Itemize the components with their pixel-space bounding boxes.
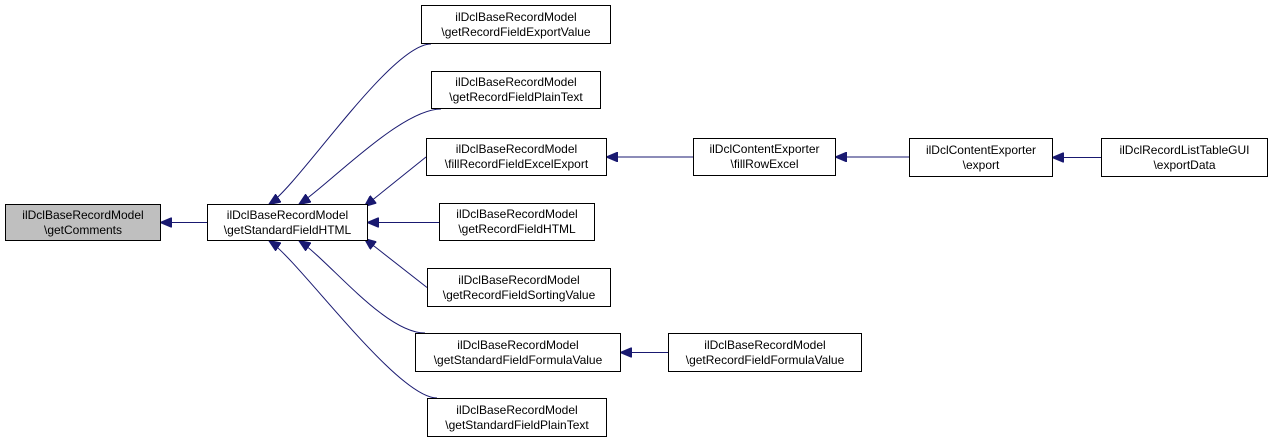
node-method-label: \fillRecordFieldExcelExport xyxy=(444,157,589,171)
node-getstandardfieldformulavalue[interactable]: ilDclBaseRecordModel \getStandardFieldFo… xyxy=(415,333,621,372)
node-export[interactable]: ilDclContentExporter \export xyxy=(909,138,1053,177)
node-class-label: ilDclBaseRecordModel xyxy=(457,337,579,352)
node-class-label: ilDclBaseRecordModel xyxy=(22,207,144,222)
call-edge-fillRecordFieldExcelExport-to-getStandardFieldHTML xyxy=(365,156,427,206)
node-class-label: ilDclBaseRecordModel xyxy=(455,142,578,156)
node-method-label: \getStandardFieldFormulaValue xyxy=(433,352,603,367)
node-getrecordfieldhtml[interactable]: ilDclBaseRecordModel \getRecordFieldHTML xyxy=(439,203,595,241)
node-method-label: \getComments xyxy=(43,222,123,237)
node-getrecordfieldplaintext[interactable]: ilDclBaseRecordModel \getRecordFieldPlai… xyxy=(431,71,601,109)
node-class-label: ilDclBaseRecordModel xyxy=(456,402,578,417)
call-edge-getStandardFieldFormulaValue-to-getStandardFieldHTML xyxy=(300,241,426,334)
call-edge-getStandardFieldPlainText-to-getStandardFieldHTML xyxy=(270,241,438,399)
node-method-label: \getStandardFieldPlainText xyxy=(445,417,589,432)
node-method-label: \getRecordFieldSortingValue xyxy=(442,287,596,302)
node-method-label: \getRecordFieldPlainText xyxy=(449,90,583,104)
node-getcomments[interactable]: ilDclBaseRecordModel \getComments xyxy=(5,204,161,241)
node-class-label: ilDclRecordListTableGUI xyxy=(1119,142,1250,157)
node-class-label: ilDclBaseRecordModel xyxy=(226,207,349,222)
call-edge-getRecordFieldExportValue-to-getStandardFieldHTML xyxy=(270,43,432,204)
node-method-label: \getRecordFieldExportValue xyxy=(441,24,591,39)
node-getstandardfieldhtml[interactable]: ilDclBaseRecordModel \getStandardFieldHT… xyxy=(207,204,368,241)
node-method-label: \fillRowExcel xyxy=(730,157,799,171)
node-method-label: \getRecordFieldFormulaValue xyxy=(685,352,845,367)
node-fillrowexcel[interactable]: ilDclContentExporter \fillRowExcel xyxy=(693,138,836,176)
call-edge-getRecordFieldPlainText-to-getStandardFieldHTML xyxy=(300,108,442,204)
node-getrecordfieldformulavalue[interactable]: ilDclBaseRecordModel \getRecordFieldForm… xyxy=(668,333,862,372)
node-getrecordfieldexportvalue[interactable]: ilDclBaseRecordModel \getRecordFieldExpo… xyxy=(421,5,611,44)
node-class-label: ilDclBaseRecordModel xyxy=(455,9,577,24)
node-class-label: ilDclContentExporter xyxy=(709,142,820,156)
node-class-label: ilDclBaseRecordModel xyxy=(455,75,577,89)
node-method-label: \export xyxy=(962,157,1000,172)
node-class-label: ilDclBaseRecordModel xyxy=(456,207,578,221)
node-getstandardfieldplaintext[interactable]: ilDclBaseRecordModel \getStandardFieldPl… xyxy=(427,398,607,437)
node-getrecordfieldsortingvalue[interactable]: ilDclBaseRecordModel \getRecordFieldSort… xyxy=(427,268,611,307)
call-edge-getRecordFieldSortingValue-to-getStandardFieldHTML xyxy=(365,239,428,288)
node-class-label: ilDclBaseRecordModel xyxy=(704,337,826,352)
node-class-label: ilDclContentExporter xyxy=(925,142,1037,157)
node-class-label: ilDclBaseRecordModel xyxy=(458,272,580,287)
node-exportdata[interactable]: ilDclRecordListTableGUI \exportData xyxy=(1101,138,1268,177)
node-method-label: \exportData xyxy=(1153,157,1216,172)
node-fillrecordfieldexcelexport[interactable]: ilDclBaseRecordModel \fillRecordFieldExc… xyxy=(426,138,607,176)
node-method-label: \getStandardFieldHTML xyxy=(223,222,352,237)
node-method-label: \getRecordFieldHTML xyxy=(458,222,576,236)
